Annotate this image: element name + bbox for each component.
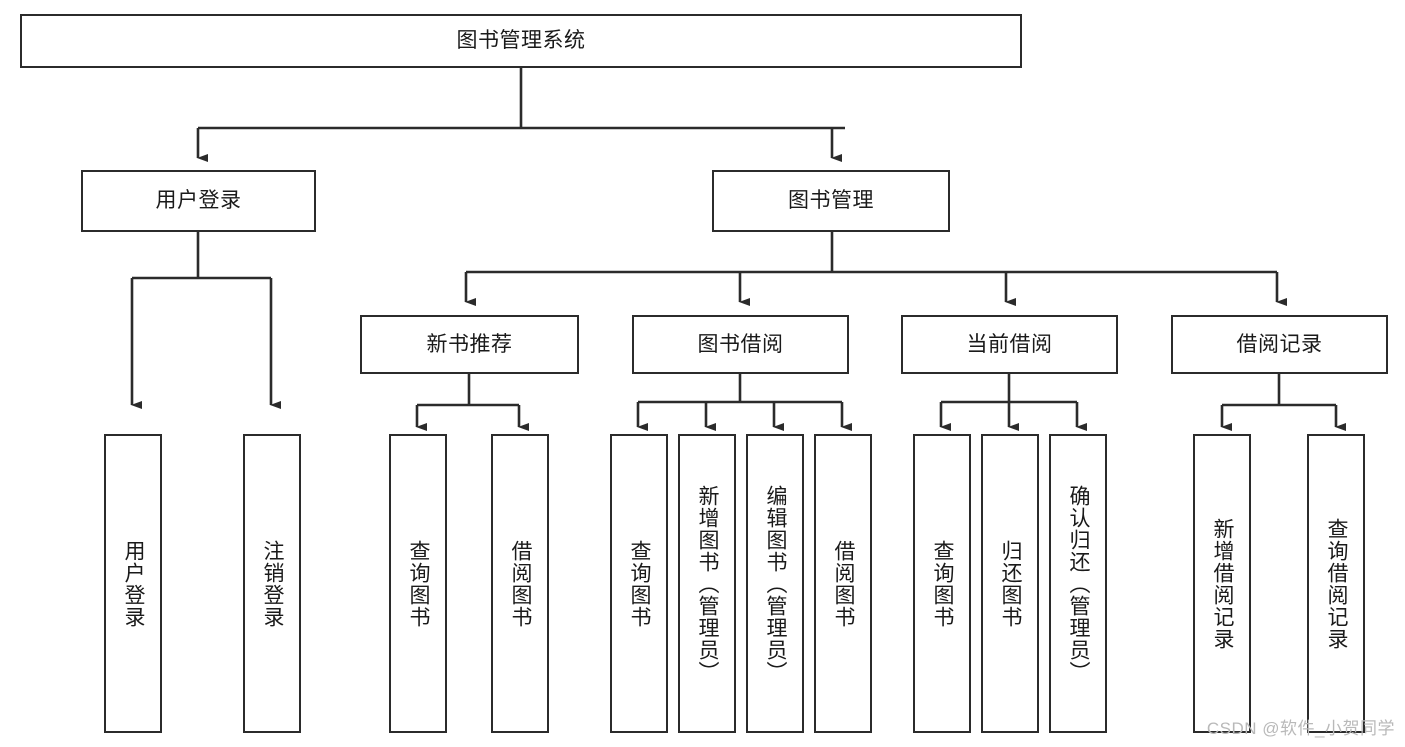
node-leaf-user-login[interactable]: 用户登录 bbox=[104, 434, 162, 733]
node-leaf-user-login-label: 用户登录 bbox=[122, 539, 146, 628]
node-current-borrow-label: 当前借阅 bbox=[966, 332, 1053, 356]
node-user-login-label: 用户登录 bbox=[155, 189, 242, 213]
node-leaf-query-book-1[interactable]: 查询图书 bbox=[389, 434, 447, 733]
node-book-borrow[interactable]: 图书借阅 bbox=[632, 315, 849, 374]
node-leaf-add-record-label: 新增借阅记录 bbox=[1211, 517, 1235, 650]
node-leaf-query-record-label: 查询借阅记录 bbox=[1325, 517, 1349, 650]
node-user-login[interactable]: 用户登录 bbox=[81, 170, 316, 232]
node-leaf-query-book-2[interactable]: 查询图书 bbox=[610, 434, 668, 733]
node-leaf-query-book-3[interactable]: 查询图书 bbox=[913, 434, 971, 733]
node-leaf-borrow-book-1[interactable]: 借阅图书 bbox=[491, 434, 549, 733]
node-leaf-borrow-book-2-label: 借阅图书 bbox=[832, 539, 856, 628]
node-leaf-borrow-book-2[interactable]: 借阅图书 bbox=[814, 434, 872, 733]
node-borrow-record[interactable]: 借阅记录 bbox=[1171, 315, 1388, 374]
node-leaf-return-book[interactable]: 归还图书 bbox=[981, 434, 1039, 733]
node-leaf-query-book-2-label: 查询图书 bbox=[628, 539, 652, 628]
node-leaf-confirm-return[interactable]: 确认归还（管理员） bbox=[1049, 434, 1107, 733]
node-leaf-logout[interactable]: 注销登录 bbox=[243, 434, 301, 733]
node-borrow-record-label: 借阅记录 bbox=[1236, 332, 1323, 356]
node-leaf-query-record[interactable]: 查询借阅记录 bbox=[1307, 434, 1365, 733]
node-leaf-edit-book[interactable]: 编辑图书（管理员） bbox=[746, 434, 804, 733]
node-leaf-query-book-3-label: 查询图书 bbox=[931, 539, 955, 628]
node-leaf-add-record[interactable]: 新增借阅记录 bbox=[1193, 434, 1251, 733]
node-current-borrow[interactable]: 当前借阅 bbox=[901, 315, 1118, 374]
node-root[interactable]: 图书管理系统 bbox=[20, 14, 1022, 68]
node-leaf-confirm-return-label: 确认归还（管理员） bbox=[1067, 484, 1091, 683]
node-book-borrow-label: 图书借阅 bbox=[697, 332, 784, 356]
node-book-manage-label: 图书管理 bbox=[788, 189, 874, 213]
node-leaf-edit-book-label: 编辑图书（管理员） bbox=[764, 484, 788, 683]
node-new-book-recommend-label: 新书推荐 bbox=[426, 332, 513, 356]
node-leaf-borrow-book-1-label: 借阅图书 bbox=[509, 539, 533, 628]
node-book-manage[interactable]: 图书管理 bbox=[712, 170, 950, 232]
node-root-label: 图书管理系统 bbox=[456, 29, 586, 53]
node-new-book-recommend[interactable]: 新书推荐 bbox=[360, 315, 579, 374]
node-leaf-logout-label: 注销登录 bbox=[261, 539, 285, 628]
node-leaf-add-book-label: 新增图书（管理员） bbox=[696, 484, 720, 683]
node-leaf-query-book-1-label: 查询图书 bbox=[407, 539, 431, 628]
node-leaf-add-book[interactable]: 新增图书（管理员） bbox=[678, 434, 736, 733]
watermark: CSDN @软件_小贺同学 bbox=[1206, 719, 1395, 738]
node-leaf-return-book-label: 归还图书 bbox=[999, 539, 1023, 628]
